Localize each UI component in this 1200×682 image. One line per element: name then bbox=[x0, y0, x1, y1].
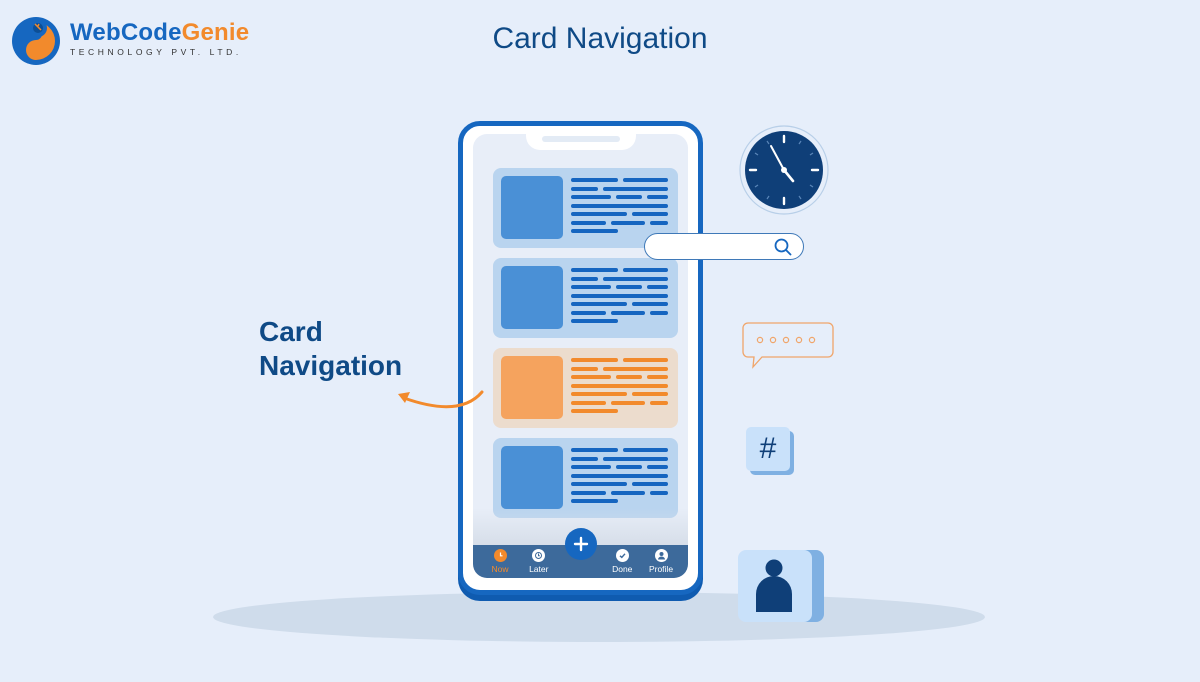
curved-arrow-icon bbox=[398, 390, 484, 409]
phone-notch bbox=[525, 134, 636, 150]
at-clock-icon bbox=[532, 549, 546, 562]
phone-mockup: Now Later Done Profile bbox=[458, 121, 703, 595]
user-tile bbox=[738, 550, 824, 622]
plus-icon bbox=[573, 536, 588, 552]
tab-profile[interactable]: Profile bbox=[644, 545, 678, 578]
profile-icon bbox=[654, 549, 668, 562]
clock-icon bbox=[493, 549, 507, 562]
tab-label: Later bbox=[529, 564, 549, 574]
brand-logo: WebCodeGenie TECHNOLOGY PVT. LTD. bbox=[12, 14, 272, 66]
card-text-lines bbox=[571, 268, 668, 328]
brand-tagline: TECHNOLOGY PVT. LTD. bbox=[70, 47, 242, 57]
hash-icon: # bbox=[746, 427, 790, 471]
card-text-lines bbox=[571, 178, 668, 238]
content-card[interactable] bbox=[493, 168, 678, 248]
tab-label: Done bbox=[612, 564, 633, 574]
card-text-lines bbox=[571, 448, 668, 508]
add-button[interactable] bbox=[564, 528, 597, 560]
card-thumbnail bbox=[501, 446, 563, 509]
hashtag-tile: # bbox=[746, 427, 794, 475]
tab-now[interactable]: Now bbox=[483, 545, 517, 578]
card-thumbnail bbox=[501, 356, 563, 419]
callout-line1: Card bbox=[259, 316, 323, 347]
callout-line2: Navigation bbox=[259, 350, 403, 381]
tab-later[interactable]: Later bbox=[522, 545, 556, 578]
tab-label: Profile bbox=[648, 564, 674, 574]
content-card[interactable] bbox=[493, 438, 678, 518]
check-icon bbox=[615, 549, 629, 562]
page-title: Card Navigation bbox=[492, 22, 708, 55]
wall-clock-icon bbox=[739, 125, 829, 215]
card-thumbnail bbox=[501, 266, 563, 329]
card-thumbnail bbox=[501, 176, 563, 239]
chat-bubble-icon bbox=[742, 322, 834, 369]
brand-name-part1: WebCode bbox=[70, 19, 182, 46]
search-bar[interactable] bbox=[644, 233, 804, 260]
content-card-highlighted[interactable] bbox=[493, 348, 678, 428]
ground-shadow bbox=[213, 592, 985, 642]
content-card[interactable] bbox=[493, 258, 678, 338]
user-icon bbox=[756, 559, 792, 612]
logo-mark-icon bbox=[12, 17, 60, 65]
callout-label: Card Navigation bbox=[259, 315, 402, 383]
search-icon[interactable] bbox=[773, 237, 793, 257]
card-text-lines bbox=[571, 358, 668, 418]
phone-screen: Now Later Done Profile bbox=[473, 134, 688, 578]
tab-label: Now bbox=[491, 564, 509, 574]
tab-done[interactable]: Done bbox=[605, 545, 639, 578]
brand-name-part2: Genie bbox=[181, 19, 250, 46]
